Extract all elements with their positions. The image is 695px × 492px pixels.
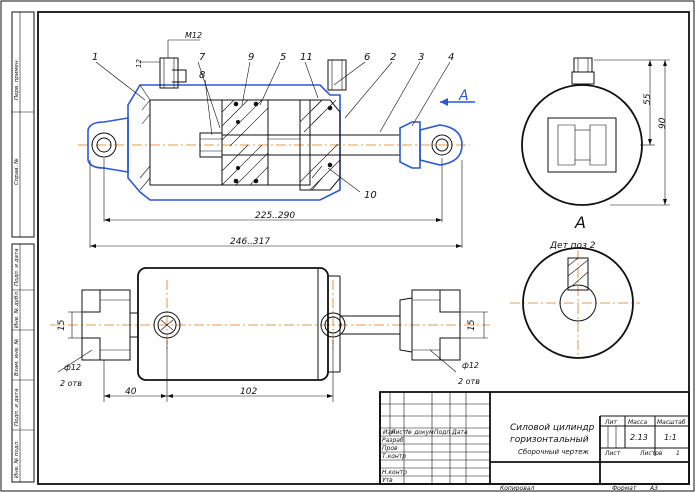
part-label-4: 4	[448, 52, 454, 63]
detail-view: Дет поз 2	[510, 241, 640, 359]
part-label-10: 10	[364, 190, 377, 201]
side-label-5: Подп. и дата	[14, 388, 20, 426]
left-clevis-ext	[81, 289, 131, 361]
dim-phi12-right: ф12	[462, 361, 479, 370]
tb-name-line2: горизонтальный	[510, 435, 589, 445]
tb-doc-type: Сборочный чертеж	[518, 448, 589, 456]
dim-inner-length: 225..290	[255, 211, 295, 221]
tb-col-lit: Лит	[604, 419, 617, 426]
tb-sheet-label: Лист	[604, 450, 621, 457]
tb-mass: 2.13	[630, 433, 648, 442]
part-label-3: 3	[418, 52, 424, 63]
drawing-frame	[37, 11, 690, 485]
dim-15-left: 15	[57, 319, 67, 331]
tb-date: Дата	[451, 429, 468, 436]
view-a-title: A	[574, 213, 586, 232]
tb-scale: 1:1	[664, 433, 677, 442]
part-label-1: 1	[92, 52, 98, 63]
side-stamp: Перв. примен. Справ. № Подп. и дата Инв.…	[11, 11, 35, 483]
part-label-6: 6	[364, 52, 370, 63]
thread-label: M12	[185, 31, 202, 40]
part-label-11: 11	[300, 52, 313, 63]
tb-izm: Изм	[383, 429, 396, 436]
detail-title: Дет поз 2	[549, 241, 596, 251]
side-label-6: Инв. № подл.	[14, 440, 20, 478]
end-view-a: 55 90 A	[521, 57, 670, 232]
tb-sheets-label: Листов	[639, 450, 663, 457]
piston	[221, 99, 269, 186]
tb-format: Формат	[612, 485, 637, 492]
dim-outer-length: 246..317	[230, 237, 270, 247]
tb-list: Лист	[390, 429, 407, 436]
side-label-2: Подп. и дата	[14, 248, 20, 286]
tb-col-scale: Масштаб	[657, 419, 686, 426]
side-label-3: Инв. № дубл.	[14, 290, 20, 328]
side-label-1: Справ. №	[14, 158, 20, 185]
tb-copied: Копировал	[500, 485, 534, 492]
dim-102: 102	[240, 387, 257, 397]
tb-nkontr: Н.контр	[382, 469, 407, 476]
cylinder-body	[127, 84, 341, 201]
part-label-2: 2	[390, 52, 396, 63]
side-label-0: Перв. примен.	[14, 58, 20, 100]
dim-40: 40	[125, 387, 137, 397]
part-label-7: 7	[199, 52, 206, 63]
tb-utv: Утв	[382, 477, 393, 484]
tb-name-line1: Силовой цилиндр	[510, 423, 595, 433]
rod-cover	[299, 99, 341, 191]
part-label-5: 5	[280, 52, 286, 63]
side-label-4: Взам. инв. №	[14, 338, 20, 376]
tb-format-value: А3	[649, 485, 658, 492]
part-label-8: 8	[199, 70, 205, 81]
tb-col-mass: Масса	[628, 419, 647, 426]
dim-height-90: 90	[658, 117, 668, 129]
dim-height-55: 55	[643, 93, 653, 105]
title-block: Изм Лист № докум Подп Дата Разраб Пров Т…	[379, 391, 690, 492]
tb-prov: Пров	[382, 445, 398, 452]
exterior-body	[137, 267, 329, 381]
fitting-left	[159, 57, 187, 89]
tb-razrab: Разраб	[382, 437, 404, 444]
tb-tkontr: Т.контр	[382, 453, 406, 460]
section-view: A 1 7 8 9 5 11 6 2 3 4 10 M12 12	[78, 31, 475, 248]
tb-sign: Подп	[434, 429, 450, 436]
fitting-right	[327, 59, 347, 91]
dim-small: 12	[135, 59, 143, 68]
tb-sheets-count: 1	[676, 450, 680, 457]
dim-2holes-left: 2 отв	[60, 379, 82, 388]
dim-phi12-left: ф12	[64, 363, 81, 372]
tb-docnum: № докум	[405, 429, 434, 436]
right-clevis	[419, 124, 463, 166]
dim-2holes-right: 2 отв	[458, 377, 480, 386]
part-label-9: 9	[248, 52, 254, 63]
exterior-view: 15 15 ф12 2 отв ф12 2 отв 40 102	[50, 267, 490, 402]
dim-15-right: 15	[467, 319, 477, 331]
right-rod-end-nut	[399, 121, 421, 169]
view-a-arrow-label: A	[458, 88, 469, 104]
